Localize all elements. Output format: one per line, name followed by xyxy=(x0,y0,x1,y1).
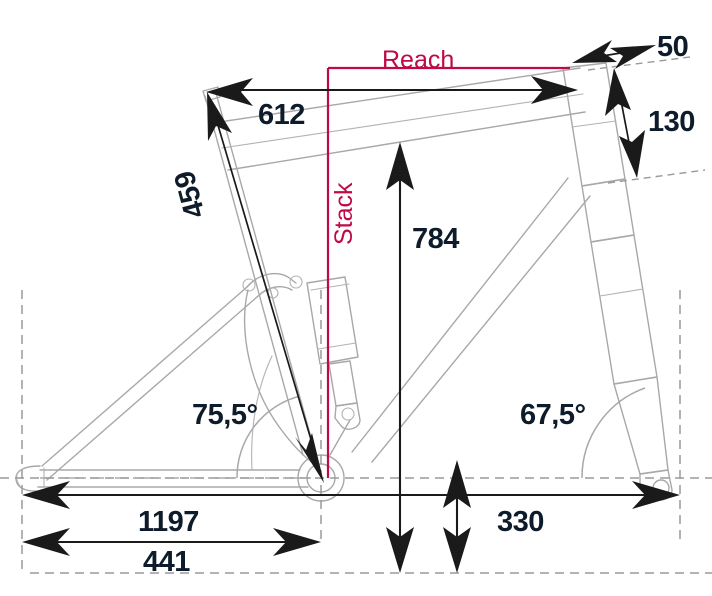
fork-crown xyxy=(581,178,635,243)
dim-330-arrow-top xyxy=(443,460,471,508)
shock-mount-strut xyxy=(329,419,351,456)
seat-tube-yoke-inner xyxy=(251,355,273,471)
dim-784-arrow-bottom xyxy=(386,527,414,573)
seatstay-upper-edge xyxy=(41,286,248,467)
dim-784-label: 784 xyxy=(412,223,459,255)
shock-shaft xyxy=(328,360,358,407)
dim-1197-arrow-right xyxy=(632,481,680,509)
dim-130-label: 130 xyxy=(648,106,695,138)
reach-stack-accent xyxy=(326,66,570,478)
fork-lower-leg xyxy=(613,376,669,475)
shock-lower-pivot xyxy=(341,407,355,421)
head-angle-label: 67,5° xyxy=(520,399,586,431)
dim-50-label: 50 xyxy=(657,31,688,63)
dim-130-arrow-bottom xyxy=(619,130,645,178)
dimension-head-tube: 130 xyxy=(605,68,695,178)
angle-arcs xyxy=(236,387,646,479)
shock-body xyxy=(306,276,359,365)
shock-body-line-top xyxy=(310,283,350,291)
seat-angle-arc xyxy=(236,395,301,479)
dimension-chainstay: 441 xyxy=(22,528,321,578)
stack-label: Stack xyxy=(330,182,358,245)
dim-50-arrow-right xyxy=(610,45,656,69)
dim-441-arrow-right xyxy=(273,528,321,556)
rocker-link-inner xyxy=(256,285,293,298)
bike-frame-outline xyxy=(15,62,673,502)
dim-459-label: 459 xyxy=(169,168,212,222)
dim-459-arrow-bottom xyxy=(295,433,324,483)
reach-label: Reach xyxy=(382,46,454,74)
seat-tube-front-edge xyxy=(204,95,304,456)
seat-angle-label: 75,5° xyxy=(192,399,258,431)
dimension-bb-height: 330 xyxy=(443,460,544,573)
dim-612-arrow-right xyxy=(531,76,578,104)
down-tube-lower-edge xyxy=(371,195,591,463)
down-tube-upper-edge xyxy=(351,177,569,453)
dim-441-label: 441 xyxy=(143,546,190,578)
head-angle-arc xyxy=(581,387,646,479)
dim-784-arrow-top xyxy=(386,142,414,190)
top-tube-inner-line xyxy=(221,93,584,149)
dimension-fork-offset: 50 xyxy=(572,31,689,69)
shock-body-line-bottom xyxy=(317,342,357,350)
dim-459-line xyxy=(211,104,321,471)
pivot-upper-left xyxy=(242,278,256,292)
rocker-link-top xyxy=(246,272,297,288)
dim-50-arrow-left xyxy=(572,40,617,63)
dim-1197-label: 1197 xyxy=(138,506,199,538)
fork-stanchion-line xyxy=(599,288,644,297)
top-tube-upper-edge xyxy=(212,67,581,124)
seat-tube-yoke xyxy=(243,289,315,465)
dimension-stack-height: 784 xyxy=(386,142,460,573)
dimension-wheelbase: 1197 xyxy=(22,481,680,538)
dim-330-arrow-bottom xyxy=(443,527,471,573)
dim-612-label: 612 xyxy=(258,99,305,131)
seat-tube-rear-edge xyxy=(215,92,316,453)
seatpost-clamp xyxy=(202,86,221,102)
shock-lower-eyelet xyxy=(334,402,361,430)
dim-330-label: 330 xyxy=(497,506,544,538)
dim-459-arrow-top xyxy=(207,92,232,141)
pivot-shock-mount xyxy=(289,275,303,289)
dim-612-arrow-left xyxy=(206,78,253,106)
dim-130-arrow-top xyxy=(605,68,631,116)
head-tube-top-guide xyxy=(587,56,691,71)
dim-441-arrow-left xyxy=(22,528,70,556)
head-tube-bottom-guide xyxy=(607,169,706,184)
head-tube-inner-line xyxy=(571,120,617,128)
fork-stanchion xyxy=(590,234,658,385)
dimension-top-tube: 612 xyxy=(206,76,578,131)
top-tube-lower-edge xyxy=(227,111,586,171)
rear-dropout-inner xyxy=(16,467,27,487)
seatstay-lower-edge xyxy=(46,296,258,481)
dim-1197-arrow-left xyxy=(22,481,70,509)
construction-guides xyxy=(0,56,712,574)
